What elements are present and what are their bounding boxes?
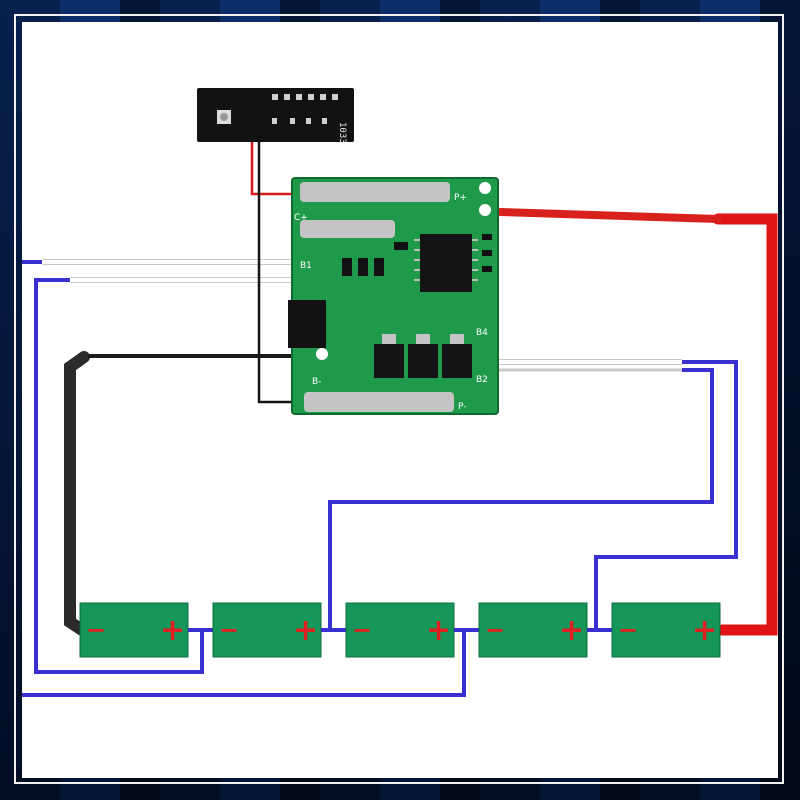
label-b4: B4 [476, 328, 488, 338]
battery-cell: −+ [345, 602, 455, 658]
label-p-minus: P- [458, 402, 466, 412]
pad-c-plus [300, 220, 395, 238]
wiring-diagram: 1033 [22, 88, 778, 697]
bms-ic-chip [420, 234, 472, 292]
cell-negative-sign: − [618, 616, 638, 644]
bms-board: B1 B4 B2 P+ P- C+ B- [288, 177, 499, 415]
cell-negative-sign: − [219, 616, 239, 644]
mounting-hole [479, 204, 491, 216]
label-b2: B2 [476, 375, 488, 385]
cell-positive-sign: + [293, 613, 318, 648]
cell-positive-sign: + [426, 613, 451, 648]
positive-wires [496, 208, 778, 636]
led-pads [272, 94, 338, 124]
white-wires [42, 259, 682, 372]
diagram-canvas: 1033 [22, 22, 778, 778]
board-labels: B1 B4 B2 P+ P- C+ B- [294, 193, 488, 412]
cell-negative-sign: − [485, 616, 505, 644]
label-b1: B1 [300, 261, 312, 271]
led-red-lead [250, 140, 297, 196]
battery-cells: −+−+−+−+−+ [79, 602, 721, 658]
battery-cell: −+ [611, 602, 721, 658]
cell-positive-sign: + [692, 613, 717, 648]
pad-p-plus [300, 182, 450, 202]
wire-right-outer [594, 360, 738, 632]
mounting-hole [479, 182, 491, 194]
ic-pins [414, 239, 478, 281]
led-board-leads [250, 140, 297, 404]
led-black-lead [257, 140, 297, 404]
wire-negative-main [64, 351, 90, 636]
cell-body [345, 602, 455, 658]
label-p-plus: P+ [454, 193, 467, 203]
cell-body [79, 602, 189, 658]
cell-body [611, 602, 721, 658]
cell-negative-sign: − [352, 616, 372, 644]
led-indicator-board: 1033 [197, 88, 354, 144]
cell-negative-sign: − [86, 616, 106, 644]
battery-cell: −+ [79, 602, 189, 658]
small-components [342, 234, 492, 276]
mosfets [374, 334, 472, 378]
power-connector [288, 300, 326, 348]
cell-body [212, 602, 322, 658]
pad-p-minus [304, 392, 454, 412]
battery-cell: −+ [478, 602, 588, 658]
label-c-plus: C+ [294, 213, 308, 223]
cell-body [478, 602, 588, 658]
led-board-label: 1033 [337, 122, 347, 144]
cell-positive-sign: + [559, 613, 584, 648]
white-frame [14, 14, 784, 784]
label-b-minus: B- [312, 377, 321, 387]
wire-positive-main [712, 213, 778, 636]
cell-positive-sign: + [160, 613, 185, 648]
battery-cell: −+ [212, 602, 322, 658]
mounting-hole [316, 348, 328, 360]
wire-positive-lead [496, 208, 722, 223]
